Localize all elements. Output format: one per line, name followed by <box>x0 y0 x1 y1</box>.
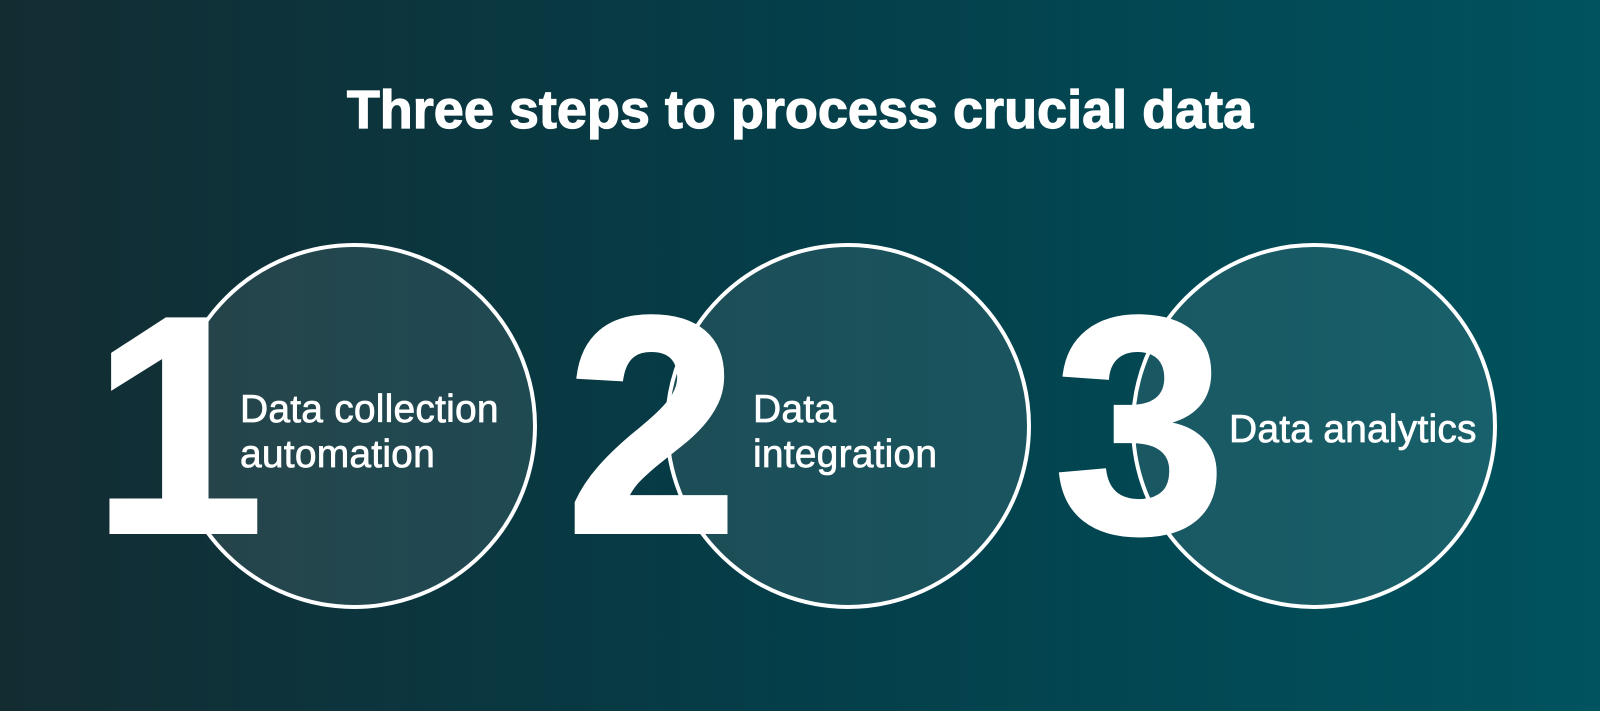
step-1-circle <box>171 243 537 609</box>
step-3-label: Data analytics <box>1229 407 1477 452</box>
step-1-number: 1 <box>90 253 266 598</box>
step-2-number: 2 <box>564 253 740 598</box>
step-1-label-line2: automation <box>240 433 435 477</box>
step-3-label-line1: Data analytics <box>1229 408 1477 452</box>
step-2-label-line2: integration <box>753 433 938 477</box>
page-title: Three steps to process crucial data <box>346 80 1254 140</box>
step-3-circle <box>1131 243 1497 609</box>
step-3-number: 3 <box>1052 253 1228 598</box>
step-2-circle <box>665 243 1031 609</box>
step-2-label-line1: Data <box>753 388 837 432</box>
step-1-label: Data collection automation <box>240 387 499 477</box>
step-2-label: Data integration <box>753 387 938 477</box>
step-1-label-line1: Data collection <box>240 388 499 432</box>
